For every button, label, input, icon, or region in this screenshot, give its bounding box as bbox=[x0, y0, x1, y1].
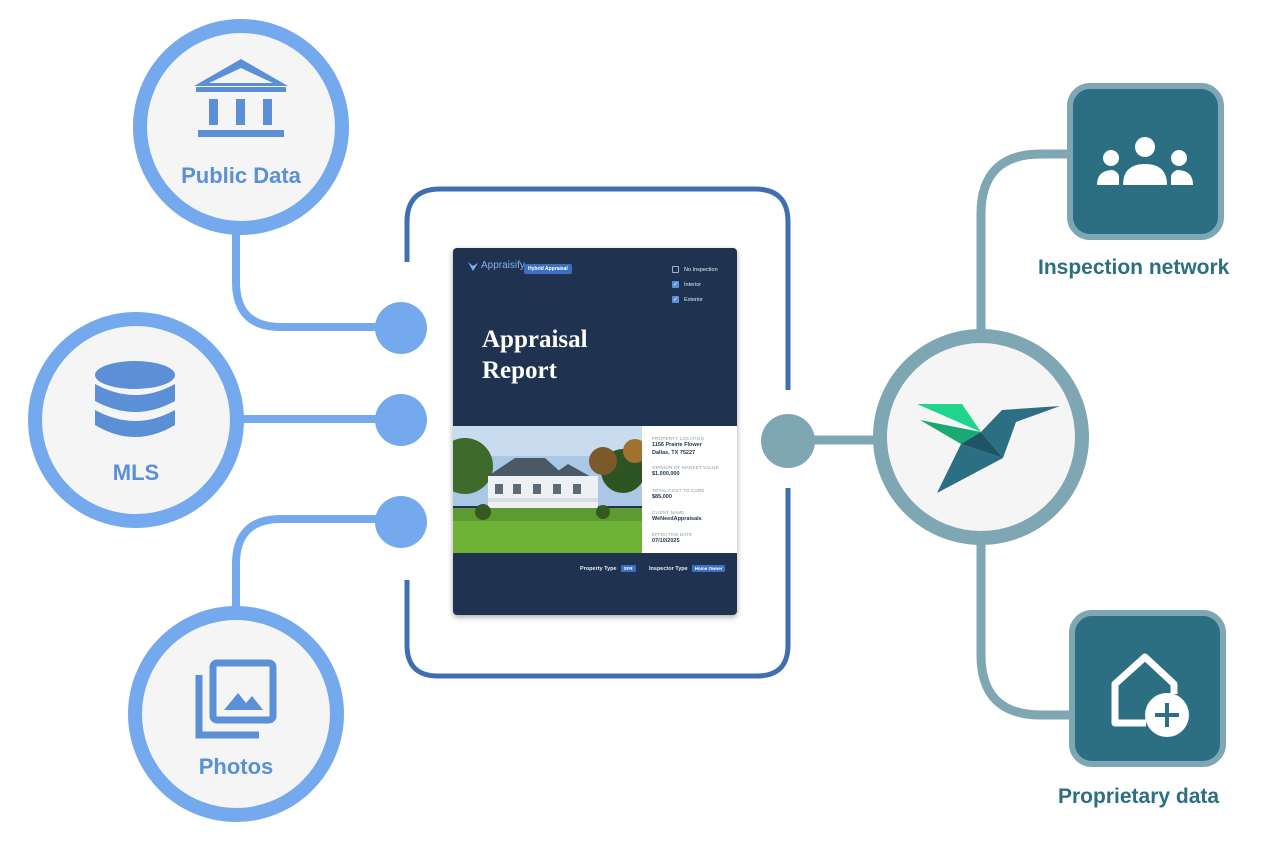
field-effective-date: EFFECTIVE DATE 07/10/2025 bbox=[652, 532, 692, 545]
field-label: OPINION OF MARKET VALUE bbox=[652, 465, 719, 470]
source-photos bbox=[128, 606, 344, 822]
field-value: WeNeedAppraisals bbox=[652, 516, 702, 522]
option-label: Interior bbox=[684, 281, 702, 288]
output-proprietary-data bbox=[1069, 610, 1226, 767]
mls-label: MLS bbox=[112, 460, 160, 485]
property-type-label: Property Type bbox=[580, 565, 617, 572]
option-interior[interactable]: ✓ Interior bbox=[672, 277, 718, 292]
output-inspection-network bbox=[1067, 83, 1224, 240]
field-value: 1156 Prairie Flower bbox=[652, 442, 702, 448]
hub-node bbox=[873, 329, 1089, 545]
photos-icon bbox=[195, 659, 277, 739]
hummingbird-logo-icon bbox=[917, 404, 1060, 493]
report-brand: Appraisify bbox=[468, 260, 525, 271]
checkbox-icon bbox=[672, 266, 679, 273]
option-exterior[interactable]: ✓ Exterior bbox=[672, 292, 718, 307]
field-value: 07/10/2025 bbox=[652, 538, 680, 544]
connector-photos bbox=[232, 515, 400, 610]
connector-dot-report bbox=[761, 414, 815, 468]
inspection-network-label: Inspection network bbox=[1038, 256, 1230, 279]
field-label: EFFECTIVE DATE bbox=[652, 532, 693, 537]
option-no-inspection[interactable]: No Inspection bbox=[672, 262, 718, 277]
property-type: Property Type SFR bbox=[580, 565, 636, 572]
field-value: Dallas, TX 75227 bbox=[652, 450, 696, 456]
report-title-line1: Appraisal bbox=[482, 326, 588, 353]
proprietary-data-label: Proprietary data bbox=[1058, 785, 1220, 808]
checkbox-checked-icon: ✓ bbox=[672, 281, 679, 288]
field-label: TOTAL COST TO CURE bbox=[652, 488, 705, 493]
house-photo bbox=[453, 426, 642, 553]
property-type-value: SFR bbox=[620, 565, 636, 572]
photos-label: Photos bbox=[198, 754, 274, 779]
brand-bird-icon bbox=[468, 261, 478, 271]
report-type-badge: Hybrid Appraisal bbox=[524, 264, 572, 274]
field-label: CLIENT NAME bbox=[652, 510, 685, 515]
field-value: $1,000,000 bbox=[652, 471, 680, 477]
field-client-name: CLIENT NAME WeNeedAppraisals bbox=[652, 510, 702, 523]
option-label: Exterior bbox=[684, 296, 703, 303]
database-icon bbox=[95, 361, 175, 437]
checkbox-checked-icon: ✓ bbox=[672, 296, 679, 303]
field-market-value: OPINION OF MARKET VALUE $1,000,000 bbox=[652, 465, 719, 478]
people-group-icon bbox=[1097, 137, 1193, 185]
public-data-label: Public Data bbox=[181, 163, 301, 188]
field-property-location: PROPERTY LOCATION 1156 Prairie Flower Da… bbox=[652, 436, 704, 457]
connector-dot-public-data bbox=[375, 302, 427, 354]
report-title-line2: Report bbox=[482, 357, 557, 384]
source-mls bbox=[28, 312, 244, 528]
report-title: Appraisal Report bbox=[482, 324, 588, 386]
report-frame bbox=[404, 186, 791, 679]
connector-dot-photos bbox=[375, 496, 427, 548]
report-brand-name: Appraisify bbox=[481, 260, 525, 271]
inspector-type-value: Home Owner bbox=[691, 565, 726, 572]
house-plus-icon bbox=[1111, 653, 1189, 737]
appraisal-report-card: Appraisify Hybrid Appraisal No Inspectio… bbox=[453, 248, 737, 615]
inspector-type: Inspector Type Home Owner bbox=[649, 565, 726, 572]
inspector-type-label: Inspector Type bbox=[649, 565, 688, 572]
option-label: No Inspection bbox=[684, 266, 718, 273]
connector-inspection bbox=[976, 149, 1072, 335]
connector-dot-mls bbox=[375, 394, 427, 446]
connector-public-data bbox=[232, 228, 400, 331]
bank-icon bbox=[194, 59, 288, 137]
field-cost-to-cure: TOTAL COST TO CURE $85,000 bbox=[652, 488, 705, 501]
inspection-options: No Inspection ✓ Interior ✓ Exterior bbox=[672, 262, 718, 307]
connector-proprietary bbox=[976, 542, 1075, 720]
source-public-data bbox=[133, 19, 349, 235]
field-value: $85,000 bbox=[652, 494, 672, 500]
field-label: PROPERTY LOCATION bbox=[652, 436, 704, 441]
report-details-panel: PROPERTY LOCATION 1156 Prairie Flower Da… bbox=[642, 426, 737, 553]
